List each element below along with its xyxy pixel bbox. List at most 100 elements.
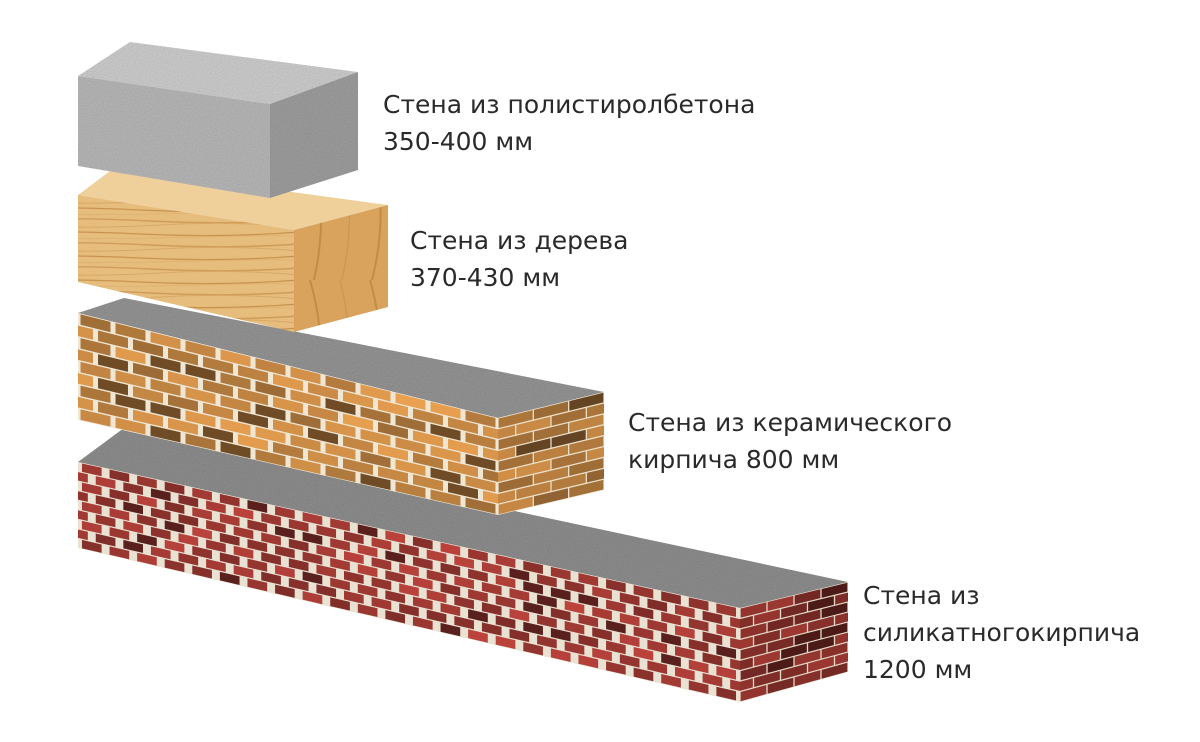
brick — [412, 616, 433, 630]
brick — [740, 678, 753, 691]
brick — [133, 362, 163, 381]
brick — [781, 602, 807, 619]
brick — [219, 552, 240, 566]
brick — [185, 433, 216, 451]
brick — [564, 580, 585, 594]
label-line: 350-400 мм — [383, 127, 534, 156]
brick — [233, 526, 254, 540]
brick — [498, 468, 516, 483]
brick — [754, 650, 780, 667]
brick — [498, 446, 516, 461]
polystyrene-block-front — [78, 76, 270, 198]
brick — [412, 576, 433, 590]
brick — [767, 677, 794, 694]
brick — [509, 628, 530, 643]
brick — [767, 636, 794, 653]
brick — [569, 479, 604, 498]
brick — [468, 609, 488, 623]
brick — [385, 550, 406, 564]
brick — [564, 641, 585, 655]
brick — [178, 513, 199, 527]
brick — [688, 597, 709, 611]
brick — [498, 496, 533, 515]
brick — [740, 684, 767, 702]
brick — [360, 428, 391, 446]
brick — [78, 510, 88, 522]
brick — [592, 586, 612, 600]
brick — [569, 436, 604, 455]
brick — [498, 425, 516, 439]
brick — [185, 386, 216, 405]
brick — [465, 475, 496, 493]
brick — [569, 414, 604, 433]
brick — [78, 373, 93, 388]
brick — [454, 595, 474, 610]
silicate-wall-top — [78, 428, 848, 608]
brick — [516, 438, 551, 457]
brick — [468, 629, 488, 643]
brick — [385, 570, 406, 584]
brick — [578, 613, 599, 628]
brick — [343, 391, 373, 409]
brick — [275, 564, 295, 579]
brick — [109, 507, 130, 521]
brick — [325, 375, 356, 393]
label-line: Стена из керамического — [628, 408, 952, 437]
brick — [192, 507, 212, 521]
brick — [330, 577, 350, 591]
brick — [95, 514, 116, 528]
brick — [550, 587, 571, 601]
brick — [137, 475, 157, 489]
brick — [498, 431, 533, 450]
brick — [288, 577, 309, 592]
brick — [413, 430, 443, 448]
brick — [371, 557, 392, 571]
brick — [509, 608, 530, 622]
brick — [164, 481, 185, 495]
brick — [606, 620, 626, 634]
brick — [150, 402, 181, 420]
brick — [740, 622, 767, 639]
brick — [330, 597, 350, 611]
brick — [164, 520, 185, 534]
brick — [275, 545, 295, 559]
brick — [533, 423, 569, 441]
brick — [716, 645, 737, 659]
brick — [115, 417, 146, 435]
brick — [523, 601, 543, 615]
brick — [137, 533, 157, 547]
brick — [821, 622, 848, 639]
wood-beam-front — [78, 195, 294, 332]
brick — [302, 531, 323, 545]
brick — [255, 426, 286, 444]
brick — [109, 469, 130, 483]
brick — [702, 673, 723, 687]
brick — [633, 585, 654, 599]
brick — [109, 546, 130, 560]
brick — [115, 323, 146, 341]
brick — [316, 525, 337, 539]
brick — [371, 596, 392, 611]
brick — [835, 652, 848, 665]
brick — [288, 518, 309, 532]
brick — [192, 565, 212, 579]
brick — [465, 497, 496, 514]
brick — [290, 457, 321, 475]
brick — [619, 592, 640, 606]
brick — [716, 665, 737, 680]
brick — [661, 673, 681, 688]
brick — [412, 596, 433, 610]
brick — [533, 444, 569, 463]
label-line: Стена из полистиролбетона — [383, 90, 756, 119]
brick — [468, 548, 488, 562]
brick — [137, 514, 157, 528]
brick — [550, 628, 571, 642]
brick — [123, 539, 143, 553]
brick — [150, 378, 181, 397]
label-polystyrene-concrete-wall: Стена из полистиролбетона 350-400 мм — [383, 86, 755, 160]
brick — [385, 530, 406, 544]
brick — [238, 411, 268, 429]
brick — [606, 579, 626, 593]
brick — [794, 670, 821, 687]
